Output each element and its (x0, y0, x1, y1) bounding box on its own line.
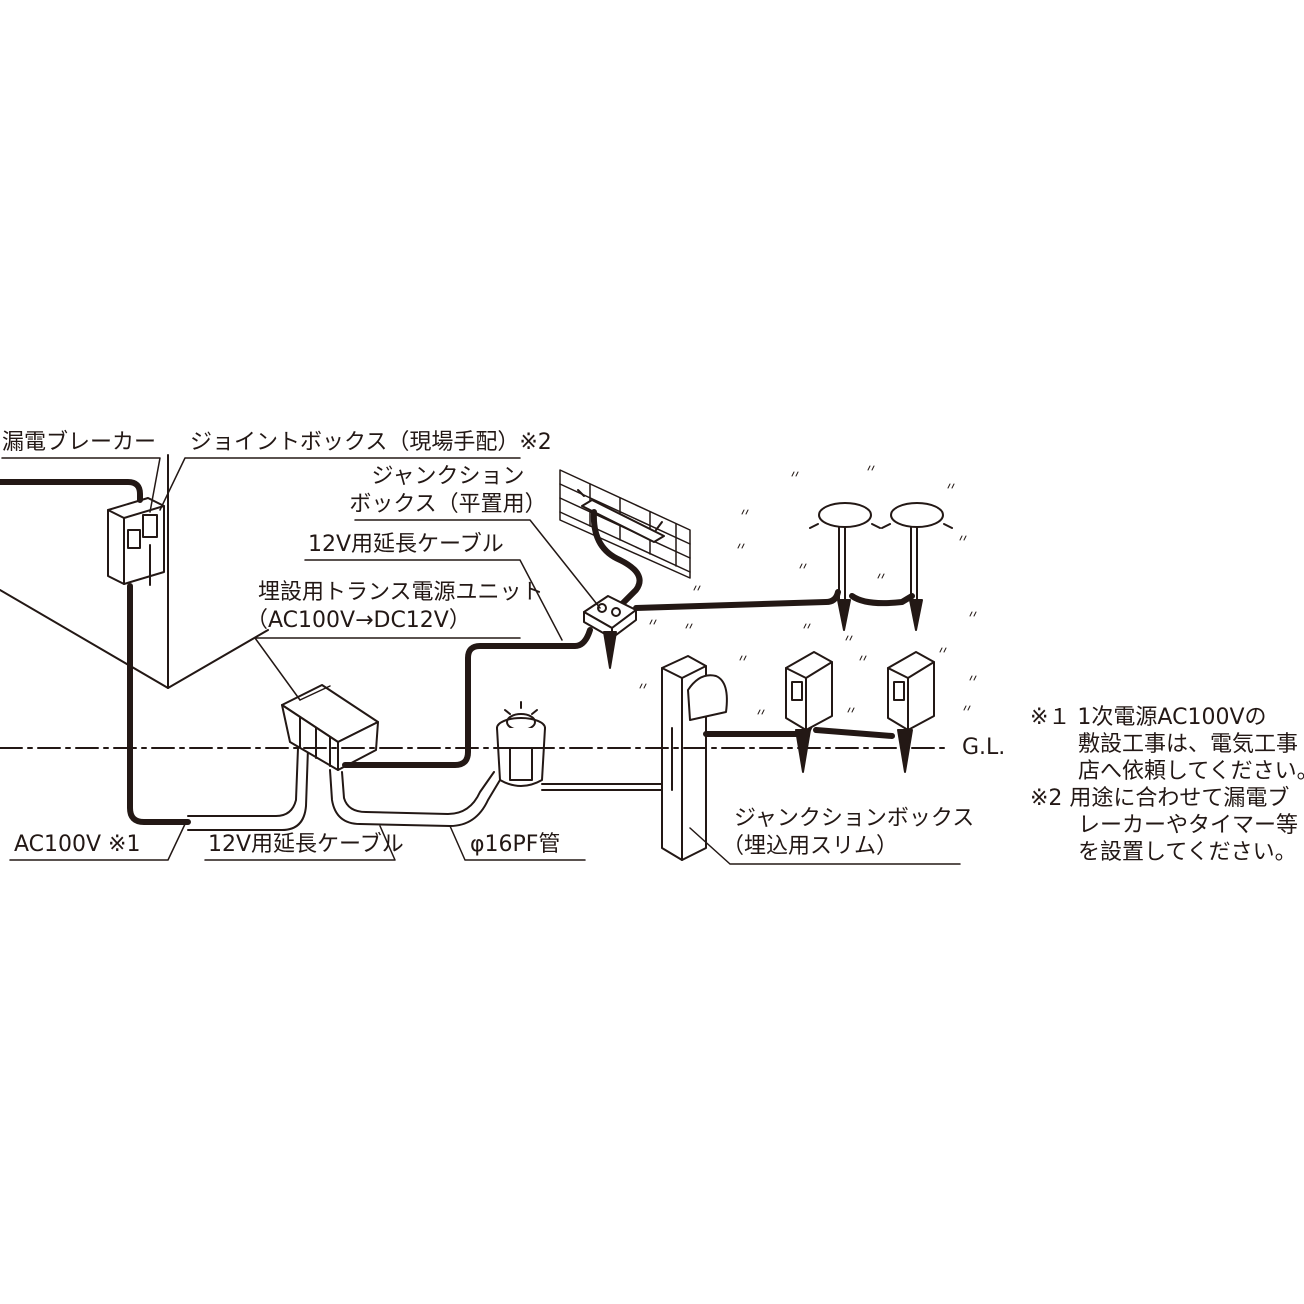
ground-light-icon (496, 701, 546, 787)
box-light-icon (785, 651, 833, 773)
ac100v-label: AC100V ※1 (14, 832, 141, 857)
joint-box-icon (142, 514, 158, 538)
grass-marks (639, 465, 977, 715)
transformer-label-line1: 埋設用トランス電源ユニット (258, 580, 544, 605)
junction-flat-label-line2: ボックス（平置用） (349, 492, 547, 517)
box-light-icon (887, 651, 935, 773)
ext-cable-upper-label: 12V用延長ケーブル (308, 532, 504, 557)
note1-line3: 店へ依頼してください。 (1078, 759, 1304, 784)
note2-line1: ※2 用途に合わせて漏電ブ (1030, 786, 1290, 811)
leakage-breaker-label: 漏電ブレーカー (2, 430, 157, 455)
junction-flat-label-line1: ジャンクション (371, 464, 525, 489)
junction-slim-label-line1: ジャンクションボックス (734, 806, 975, 831)
garden-light-icon (809, 502, 881, 631)
junction-box-slim-icon (661, 655, 728, 861)
note1-line1: ※１ 1次電源AC100Vの (1030, 705, 1267, 730)
note2-line3: を設置してください。 (1078, 840, 1297, 865)
junction-slim-label-line2: （埋込用スリム） (722, 834, 899, 859)
joint-box-label: ジョイントボックス（現場手配）※2 (190, 430, 552, 455)
pf-conduit-middle (329, 769, 501, 827)
transformer-label-line2: （AC100V→DC12V） (246, 608, 471, 633)
leader-lines (1, 457, 961, 865)
pf-pipe-label: φ16PF管 (470, 832, 561, 857)
wall-light-icon (577, 489, 665, 543)
breaker-box-icon (107, 497, 165, 585)
ground-level-label: G.L. (962, 735, 1006, 760)
pf-conduit-left (187, 747, 309, 831)
ac100v-cable (0, 479, 143, 503)
ext-cable-12v-upper (342, 627, 593, 768)
garden-light-icon (881, 502, 953, 631)
note2-line2: レーカーやタイマー等 (1078, 813, 1299, 838)
transformer-unit-icon (281, 684, 379, 771)
note1-line2: 敷設工事は、電気工事 (1078, 732, 1299, 757)
ext-cable-lower-label: 12V用延長ケーブル (208, 832, 404, 857)
